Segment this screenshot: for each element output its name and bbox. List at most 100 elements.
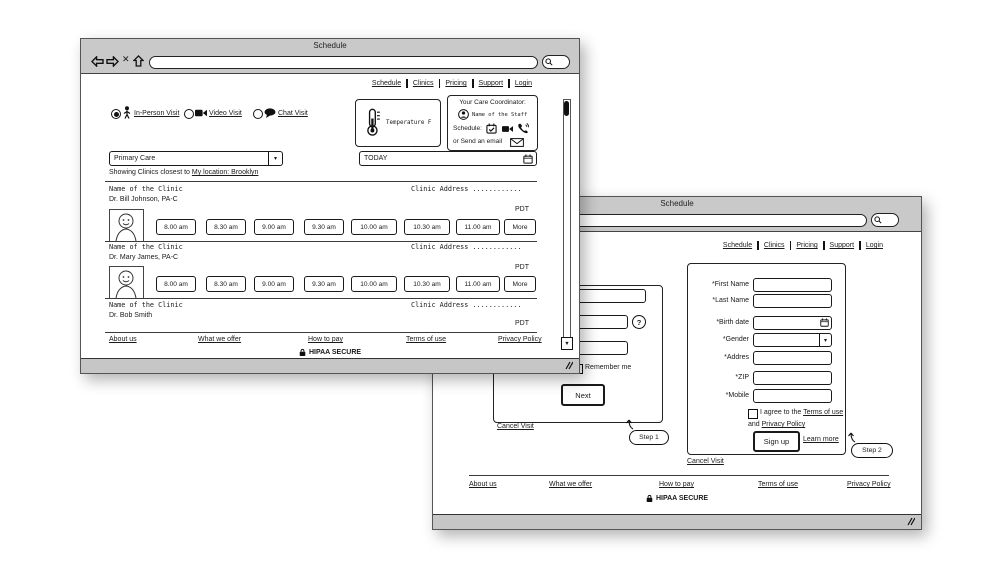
more-button[interactable]: More bbox=[504, 219, 536, 235]
date-input[interactable]: TODAY bbox=[359, 151, 537, 166]
forward-icon[interactable] bbox=[106, 56, 119, 67]
envelope-icon[interactable] bbox=[510, 138, 524, 147]
nav-link-schedule[interactable]: Schedule bbox=[371, 80, 402, 87]
clinic-name: Name of the Clinic bbox=[109, 243, 183, 251]
status-bar bbox=[81, 358, 579, 373]
coordinator-title: Your Care Coordinator: bbox=[459, 99, 526, 106]
scrollbar[interactable] bbox=[563, 99, 571, 338]
status-bar bbox=[433, 514, 921, 529]
inperson-visit-label[interactable]: In-Person Visit bbox=[134, 110, 180, 117]
birth-date-field[interactable] bbox=[753, 316, 832, 330]
time-slot-button[interactable]: 10.30 am bbox=[404, 219, 450, 235]
address-field[interactable] bbox=[753, 351, 832, 365]
back-icon[interactable] bbox=[91, 56, 104, 67]
url-bar[interactable] bbox=[149, 56, 538, 69]
staff-avatar-icon bbox=[458, 109, 469, 120]
time-slot-button[interactable]: 9.30 am bbox=[304, 219, 344, 235]
nav-link-pricing[interactable]: Pricing bbox=[796, 242, 818, 249]
footer-link-terms[interactable]: Terms of use bbox=[758, 481, 799, 488]
first-name-field[interactable] bbox=[753, 278, 832, 292]
video-icon bbox=[195, 109, 207, 117]
calendar-icon[interactable] bbox=[523, 153, 533, 164]
agree-checkbox[interactable] bbox=[748, 409, 758, 419]
time-slot-button[interactable]: 9.30 am bbox=[304, 276, 344, 292]
nav-divider bbox=[789, 241, 792, 250]
cancel-visit-link-step2[interactable]: Cancel Visit bbox=[687, 458, 724, 465]
help-button[interactable]: ? bbox=[632, 315, 646, 329]
gender-select[interactable]: ▾ bbox=[753, 333, 832, 347]
person-icon bbox=[122, 106, 132, 119]
time-slot-button[interactable]: 10.30 am bbox=[404, 276, 450, 292]
nav-link-support[interactable]: Support bbox=[478, 80, 504, 87]
nav-link-login[interactable]: Login bbox=[865, 242, 883, 249]
nav-link-schedule[interactable]: Schedule bbox=[722, 242, 753, 249]
visit-radio-chat[interactable] bbox=[253, 109, 263, 119]
remember-label: Remember me bbox=[585, 364, 632, 371]
stop-icon[interactable]: ✕ bbox=[122, 54, 130, 64]
nav-link-clinics[interactable]: Clinics bbox=[763, 242, 785, 249]
time-slot-button[interactable]: 8.00 am bbox=[156, 219, 196, 235]
email-label: or Send an email bbox=[453, 138, 503, 145]
clinic-address: Clinic Address ............ bbox=[411, 301, 522, 309]
privacy-link[interactable]: Privacy Policy bbox=[761, 421, 806, 428]
scroll-thumb[interactable] bbox=[564, 101, 569, 116]
nav-divider bbox=[406, 79, 408, 88]
footer-link-about[interactable]: About us bbox=[469, 481, 497, 488]
time-slot-button[interactable]: 8.30 am bbox=[206, 276, 246, 292]
time-slot-button[interactable]: 9.00 am bbox=[254, 219, 294, 235]
footer-link-privacy[interactable]: Privacy Policy bbox=[847, 481, 891, 488]
resize-handle-icon[interactable] bbox=[906, 517, 915, 526]
time-slot-button[interactable]: 10.00 am bbox=[351, 276, 397, 292]
next-button[interactable]: Next bbox=[561, 384, 605, 406]
hipaa-label: HIPAA SECURE bbox=[655, 495, 709, 502]
chevron-down-icon[interactable]: ▾ bbox=[268, 152, 282, 165]
footer-link-privacy[interactable]: Privacy Policy bbox=[498, 336, 542, 343]
nav-link-login[interactable]: Login bbox=[514, 80, 532, 87]
chevron-down-icon[interactable]: ▾ bbox=[819, 334, 831, 346]
scroll-down-button[interactable]: ▼ bbox=[561, 337, 573, 350]
footer-link-offer[interactable]: What we offer bbox=[549, 481, 593, 488]
footer-link-pay[interactable]: How to pay bbox=[308, 336, 344, 343]
zip-field[interactable] bbox=[753, 371, 832, 385]
time-slot-button[interactable]: 8.30 am bbox=[206, 219, 246, 235]
nav-divider bbox=[757, 241, 759, 250]
search-pill[interactable] bbox=[542, 55, 570, 69]
video-icon[interactable] bbox=[502, 125, 513, 133]
time-slot-button[interactable]: 8.00 am bbox=[156, 276, 196, 292]
last-name-field[interactable] bbox=[753, 294, 832, 308]
time-slot-button[interactable]: 11.00 am bbox=[456, 219, 500, 235]
time-slot-button[interactable]: 9.00 am bbox=[254, 276, 294, 292]
home-icon[interactable] bbox=[133, 55, 144, 67]
footer-link-terms[interactable]: Terms of use bbox=[406, 336, 447, 343]
signup-button[interactable]: Sign up bbox=[753, 431, 800, 452]
time-slot-button[interactable]: 10.00 am bbox=[351, 219, 397, 235]
location-link[interactable]: My location: Brooklyn bbox=[191, 169, 259, 176]
nav-divider bbox=[822, 241, 825, 250]
search-pill[interactable] bbox=[871, 213, 899, 227]
video-visit-label[interactable]: Video Visit bbox=[209, 110, 242, 117]
nav-link-pricing[interactable]: Pricing bbox=[445, 80, 467, 87]
terms-link[interactable]: Terms of use bbox=[803, 409, 844, 416]
phone-icon[interactable] bbox=[517, 123, 529, 135]
learn-more-link[interactable]: Learn more bbox=[803, 436, 839, 443]
chat-visit-label[interactable]: Chat Visit bbox=[278, 110, 308, 117]
cancel-visit-link-step1[interactable]: Cancel Visit bbox=[497, 423, 534, 430]
hipaa-badge: HIPAA SECURE bbox=[433, 494, 921, 503]
visit-radio-inperson[interactable] bbox=[111, 109, 121, 119]
mobile-field[interactable] bbox=[753, 389, 832, 403]
more-button[interactable]: More bbox=[504, 276, 536, 292]
time-slot-button[interactable]: 11.00 am bbox=[456, 276, 500, 292]
calendar-check-icon[interactable] bbox=[486, 123, 497, 134]
footer-link-about[interactable]: About us bbox=[109, 336, 137, 343]
chat-icon bbox=[264, 108, 276, 119]
calendar-icon[interactable] bbox=[820, 318, 829, 327]
nav-link-clinics[interactable]: Clinics bbox=[412, 80, 434, 87]
footer-link-offer[interactable]: What we offer bbox=[198, 336, 242, 343]
nav-link-support[interactable]: Support bbox=[829, 242, 855, 249]
clinic-avatar bbox=[109, 209, 144, 242]
footer-link-pay[interactable]: How to pay bbox=[659, 481, 695, 488]
resize-handle-icon[interactable] bbox=[564, 361, 573, 370]
specialty-select[interactable]: Primary Care ▾ bbox=[109, 151, 283, 166]
clinic-name: Name of the Clinic bbox=[109, 301, 183, 309]
visit-radio-video[interactable] bbox=[184, 109, 194, 119]
